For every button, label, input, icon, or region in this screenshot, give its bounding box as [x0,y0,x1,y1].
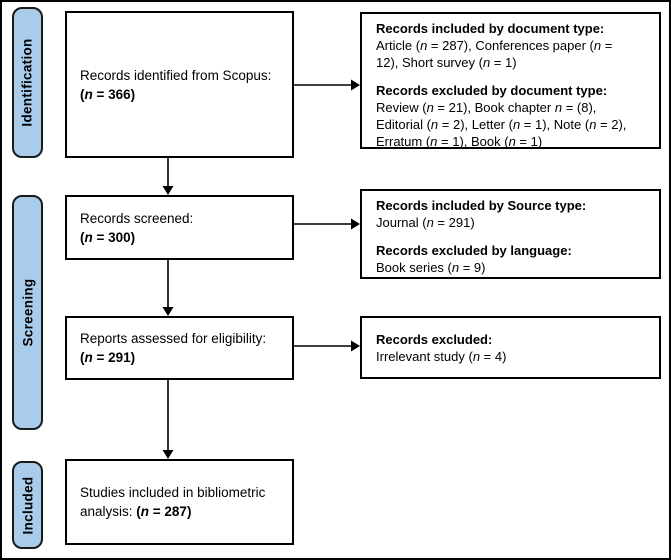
stage-pill-screening: Screening [12,195,43,430]
text-line: Records screened: [80,210,194,226]
text-line: Records excluded: [376,331,493,347]
text-line: Journal (n = 291) [376,215,475,230]
text-line: Records excluded by document type: [376,83,608,98]
text-line [376,71,655,82]
stage-label-identification: Identification [20,38,36,127]
flow-box-studies-included: Studies included in bibliometric analysis… [65,459,294,545]
flow-box-records-identified: Records identified from Scopus: (n = 366) [65,11,294,158]
text-line: 12), Short survey (n = 1) [376,55,517,70]
text-line: Erratum (n = 1), Book (n = 1) [376,134,543,149]
text-line: Review (n = 21), Book chapter n = (8), [376,100,597,115]
text-line: Records included by Source type: [376,198,587,213]
text-line: Records included by document type: [376,21,605,36]
arrow-screened-to-assessed-icon [162,260,174,316]
stage-label-included: Included [20,476,35,534]
text-line: (n = 366) [80,86,136,102]
stage-label-screening: Screening [20,278,36,347]
flow-box-records-screened: Records screened: (n = 300) [65,195,294,260]
text-line: (n = 300) [80,229,136,245]
text-line: Article (n = 287), Conferences paper (n … [376,38,613,53]
flow-box-reports-assessed: Reports assessed for eligibility: (n = 29… [65,316,294,380]
text-line: Studies included in bibliometric [80,485,266,500]
arrow-screened-to-source-type-icon [294,218,360,230]
stage-pill-identification: Identification [12,7,43,158]
text-line: Irrelevant study (n = 4) [376,348,507,364]
text-line: Reports assessed for eligibility: [80,331,267,346]
stage-pill-included: Included [12,461,43,549]
text-line [376,231,655,242]
arrow-assessed-to-excluded-icon [294,340,360,352]
side-box-source-type: Records included by Source type: Journal … [360,189,661,279]
side-box-records-excluded: Records excluded:Irrelevant study (n = 4… [360,316,661,379]
arrow-identified-to-document-type-icon [294,79,360,91]
text-line: Book series (n = 9) [376,260,486,275]
side-box-document-type: Records included by document type: Articl… [360,12,661,149]
arrow-assessed-to-included-icon [162,380,174,459]
text-line: Records excluded by language: [376,243,572,258]
text-line: analysis: (n = 287) [80,504,192,519]
text-line: Editorial (n = 2), Letter (n = 1), Note … [376,117,627,132]
arrow-identified-to-screened-icon [162,158,174,195]
text-line: Records identified from Scopus: [80,67,272,83]
text-line: (n = 291) [80,350,136,365]
